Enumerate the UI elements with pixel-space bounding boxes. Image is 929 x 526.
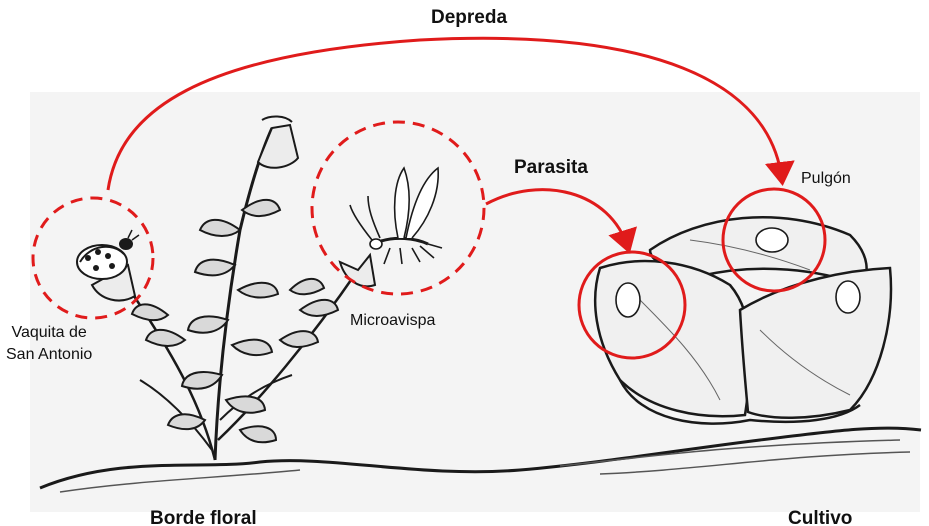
label-cultivo: Cultivo — [788, 508, 852, 526]
label-microavispa: Microavispa — [350, 312, 435, 330]
label-depreda: Depreda — [431, 7, 507, 29]
label-vaquita-line1: Vaquita de — [6, 322, 92, 344]
label-vaquita-line2: San Antonio — [6, 344, 92, 366]
label-borde-floral: Borde floral — [150, 508, 257, 526]
label-pulgon: Pulgón — [801, 170, 851, 188]
label-vaquita: Vaquita de San Antonio — [6, 322, 92, 365]
label-parasita: Parasita — [514, 157, 588, 179]
